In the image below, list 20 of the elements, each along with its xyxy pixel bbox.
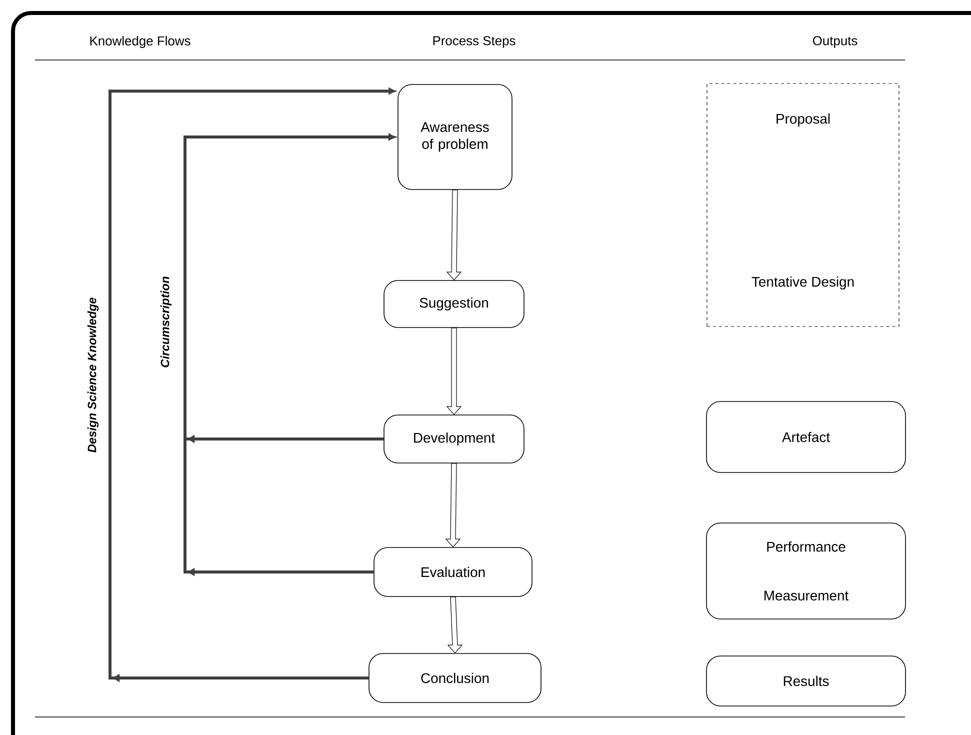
arrow — [184, 134, 396, 576]
column-heading: Knowledge Flows — [90, 36, 190, 48]
arrow — [108, 88, 396, 682]
output-box: Results — [706, 656, 906, 706]
output-box: Performance Measurement — [706, 522, 906, 620]
process-box: Evaluation — [374, 547, 532, 597]
output-box: Artefact — [706, 401, 906, 473]
hollow-arrow — [445, 463, 461, 548]
edge-label: Design Science Knowledge — [86, 296, 100, 454]
process-box: Conclusion — [368, 653, 542, 703]
hollow-arrow — [447, 596, 463, 654]
hollow-arrow — [446, 190, 462, 281]
column-heading: Process Steps — [433, 36, 516, 48]
process-box: Suggestion — [384, 280, 524, 328]
output-box: Proposal Tentative Design — [706, 83, 900, 327]
edge-label: Circumscription — [159, 275, 173, 369]
process-box: Awareness of problem — [398, 84, 512, 190]
hollow-arrow — [446, 328, 462, 416]
column-heading: Outputs — [812, 36, 858, 48]
process-box: Development — [384, 414, 524, 464]
